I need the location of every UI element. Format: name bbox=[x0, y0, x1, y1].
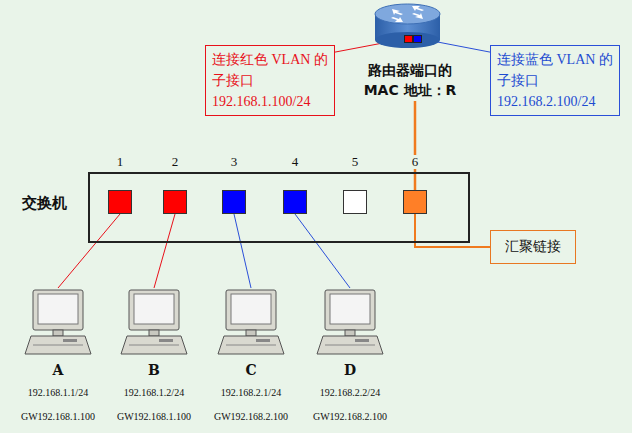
monitor-screen bbox=[134, 294, 174, 324]
monitor-screen bbox=[330, 294, 370, 324]
host-name: D bbox=[302, 362, 398, 378]
switch-port: 6 bbox=[403, 155, 427, 214]
switch-port: 5 bbox=[343, 155, 367, 214]
drive-slot bbox=[63, 339, 77, 342]
keyboard-line bbox=[33, 345, 83, 346]
port-square bbox=[108, 190, 132, 214]
computer-icon bbox=[315, 288, 385, 356]
router-label: 路由器端口的 MAC 地址：R bbox=[348, 60, 472, 101]
ip-address: 192.168.2.100/24 bbox=[497, 91, 613, 112]
router: 路由器端口的 MAC 地址：R bbox=[348, 0, 472, 101]
monitor-case bbox=[33, 290, 83, 330]
switch-port: 2 bbox=[163, 155, 187, 214]
callout-text: 汇聚链接 bbox=[505, 238, 561, 256]
computer-icon bbox=[23, 288, 93, 356]
keyboard-line bbox=[226, 345, 276, 346]
keyboard-line bbox=[325, 345, 375, 346]
connector-line bbox=[414, 101, 417, 190]
drive-slot bbox=[159, 339, 173, 342]
computer-base bbox=[121, 336, 187, 354]
ip-address: 192.168.1.1/24 bbox=[10, 387, 106, 399]
connector-line bbox=[295, 214, 350, 288]
computer-base bbox=[25, 336, 91, 354]
ip-address: 192.168.1.2/24 bbox=[106, 387, 202, 399]
monitor-stand bbox=[53, 330, 63, 336]
host-name: C bbox=[203, 362, 299, 378]
gateway-address: GW192.168.1.100 bbox=[10, 411, 106, 423]
router-arrows bbox=[391, 6, 424, 22]
monitor-stand bbox=[246, 330, 256, 336]
computer: A 192.168.1.1/24GW192.168.1.100 bbox=[10, 288, 106, 423]
trunk-callout: 汇聚链接 bbox=[490, 230, 576, 264]
computer: B 192.168.1.2/24GW192.168.1.100 bbox=[106, 288, 202, 423]
monitor-screen bbox=[231, 294, 271, 324]
port-number: 3 bbox=[222, 155, 246, 169]
port-number: 5 bbox=[343, 155, 367, 169]
router-top bbox=[375, 4, 440, 24]
computer: D 192.168.2.2/24GW192.168.2.100 bbox=[302, 288, 398, 423]
red-subinterface-port bbox=[404, 35, 413, 43]
gateway-address: GW192.168.1.100 bbox=[106, 411, 202, 423]
computer-base bbox=[218, 336, 284, 354]
monitor-case bbox=[226, 290, 276, 330]
monitor-screen bbox=[38, 294, 78, 324]
computer-icon bbox=[216, 288, 286, 356]
connector-line bbox=[154, 214, 175, 288]
ip-address: 192.168.2.1/24 bbox=[203, 387, 299, 399]
host-name: A bbox=[10, 362, 106, 378]
monitor-stand bbox=[345, 330, 355, 336]
port-number: 6 bbox=[403, 155, 427, 169]
monitor-case bbox=[129, 290, 179, 330]
port-number: 4 bbox=[283, 155, 307, 169]
monitor-case bbox=[325, 290, 375, 330]
subinterface-callout: 连接蓝色 VLAN 的子接口192.168.2.100/24 bbox=[490, 45, 620, 116]
port-square bbox=[343, 190, 367, 214]
callout-text: 连接蓝色 VLAN 的子接口 bbox=[497, 49, 613, 91]
monitor-stand bbox=[149, 330, 159, 336]
computer-icon bbox=[119, 288, 189, 356]
gateway-address: GW192.168.2.100 bbox=[203, 411, 299, 423]
keyboard-line bbox=[129, 345, 179, 346]
ip-address: 192.168.1.100/24 bbox=[212, 91, 328, 112]
port-number: 2 bbox=[163, 155, 187, 169]
host-name: B bbox=[106, 362, 202, 378]
switch-port: 1 bbox=[108, 155, 132, 214]
gateway-address: GW192.168.2.100 bbox=[302, 411, 398, 423]
blue-subinterface-port bbox=[413, 35, 422, 43]
router-base bbox=[375, 32, 440, 48]
ip-address: 192.168.2.2/24 bbox=[302, 387, 398, 399]
port-square bbox=[403, 190, 427, 214]
port-number: 1 bbox=[108, 155, 132, 169]
port-square bbox=[222, 190, 246, 214]
drive-slot bbox=[256, 339, 270, 342]
switch-box: 交换机123456 bbox=[88, 172, 470, 243]
switch-port: 4 bbox=[283, 155, 307, 214]
subinterface-callout: 连接红色 VLAN 的子接口192.168.1.100/24 bbox=[205, 45, 335, 116]
router-icon bbox=[348, 0, 472, 60]
port-square bbox=[163, 190, 187, 214]
computer-base bbox=[317, 336, 383, 354]
callout-text: 连接红色 VLAN 的子接口 bbox=[212, 49, 328, 91]
computer: C 192.168.2.1/24GW192.168.2.100 bbox=[203, 288, 299, 423]
port-square bbox=[283, 190, 307, 214]
connector-line bbox=[234, 214, 251, 288]
switch-port: 3 bbox=[222, 155, 246, 214]
switch-label: 交换机 bbox=[22, 194, 67, 213]
drive-slot bbox=[355, 339, 369, 342]
